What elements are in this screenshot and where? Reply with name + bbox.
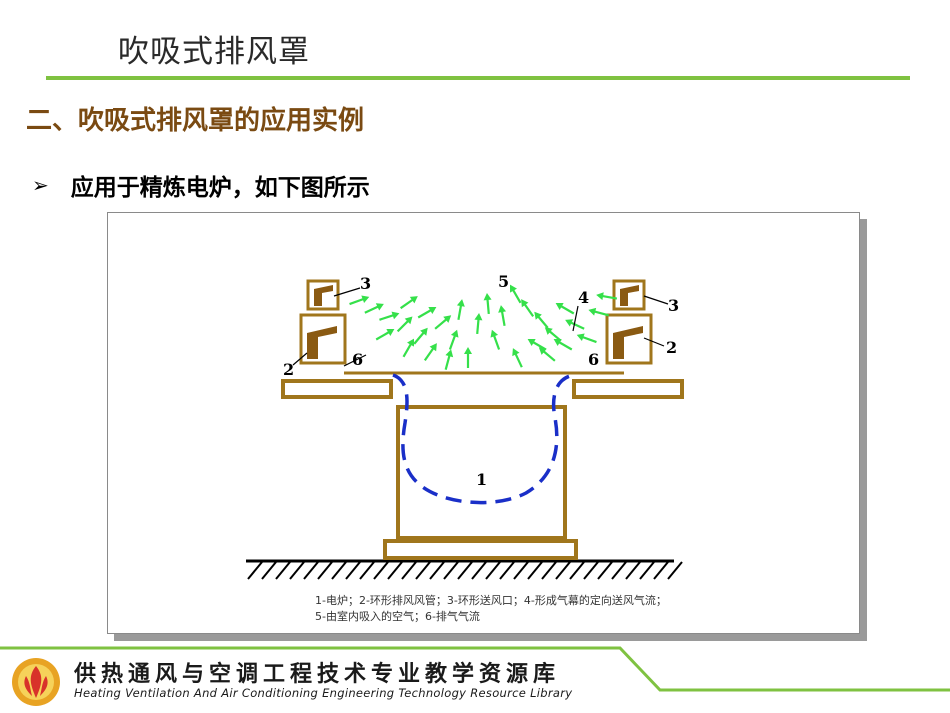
- airflow-arrow: [565, 319, 585, 330]
- airflow-arrow: [464, 347, 472, 368]
- callout-labels: 3 5 4 3 2 2 6 6 1: [283, 272, 679, 489]
- airflow-arrow: [498, 305, 507, 327]
- furnace-diagram: 3 5 4 3 2 2 6 6 1: [246, 272, 684, 580]
- furnace-structure: [281, 279, 684, 560]
- label-3-right: 3: [668, 296, 679, 315]
- footer-title-en: Heating Ventilation And Air Conditioning…: [74, 686, 573, 700]
- furnace-base: [383, 539, 578, 560]
- right-duct-2: [605, 313, 653, 365]
- footer-divider: [0, 646, 950, 692]
- ground-hatching: [246, 559, 683, 580]
- airflow-arrow: [456, 299, 465, 321]
- airflow-arrow: [417, 307, 437, 319]
- airflow-arrow: [399, 296, 418, 310]
- title-underline: [46, 76, 910, 80]
- airflow-arrow: [434, 315, 452, 330]
- furnace-diagram-figure: 3 5 4 3 2 2 6 6 1 1-电炉；2-环形排风风管；3-环形送风口；…: [107, 212, 860, 634]
- footer-title-cn: 供热通风与空调工程技术专业教学资源库: [74, 661, 561, 687]
- airflow-arrow: [402, 338, 414, 358]
- section-heading: 二、吹吸式排风罩的应用实例: [26, 106, 365, 136]
- airflow-arrow: [555, 303, 575, 315]
- label-4: 4: [578, 288, 589, 307]
- airflow-arrow: [379, 311, 400, 321]
- airflow-arrow: [375, 329, 395, 341]
- airflow-arrow: [521, 299, 535, 318]
- label-3-left: 3: [360, 274, 371, 293]
- school-logo-icon: [12, 658, 60, 706]
- label-6-right: 6: [588, 350, 599, 369]
- airflow-arrow: [413, 327, 428, 345]
- leader-lines: [292, 287, 669, 367]
- airflow-arrow: [553, 339, 573, 351]
- airflow-arrow: [510, 284, 522, 304]
- caption-line-1: 1-电炉；2-环形排风风管；3-环形送风口；4-形成气幕的定向送风气流；: [315, 594, 667, 607]
- bullet-item: ➢ 应用于精炼电炉，如下图所示: [32, 168, 370, 202]
- airflow-arrow: [444, 349, 454, 370]
- airflow-arrow: [490, 329, 501, 350]
- airflow-arrow: [483, 293, 492, 315]
- right-platform: [572, 379, 684, 399]
- airflow-arrow: [534, 311, 549, 329]
- figure-caption: 1-电炉；2-环形排风风管；3-环形送风口；4-形成气幕的定向送风气流； 5-由…: [315, 593, 667, 625]
- airflow-arrow: [423, 343, 437, 362]
- airflow-arrow: [349, 295, 370, 306]
- label-6-left: 6: [352, 350, 363, 369]
- bullet-text: 应用于精炼电炉，如下图所示: [70, 175, 370, 201]
- airflow-arrow: [588, 307, 609, 317]
- airflow-arrow: [448, 329, 459, 350]
- airflow-arrows: [349, 284, 618, 370]
- airflow-arrow: [596, 292, 618, 301]
- airflow-arrow: [396, 316, 413, 333]
- airflow-arrow: [364, 303, 384, 314]
- left-platform: [281, 379, 393, 399]
- label-2-left: 2: [283, 360, 294, 379]
- label-1: 1: [476, 470, 487, 489]
- furnace-body: [396, 405, 567, 540]
- airflow-arrow: [474, 313, 483, 335]
- airflow-arrow: [512, 348, 523, 368]
- airflow-arrow: [538, 347, 556, 362]
- caption-line-2: 5-由室内吸入的空气；6-排气气流: [315, 610, 480, 623]
- label-2-right: 2: [666, 338, 677, 357]
- duct-wedges: [307, 285, 643, 359]
- furnace-arc-1: [392, 373, 575, 505]
- right-nozzle-3: [612, 279, 646, 311]
- slide-title: 吹吸式排风罩: [118, 34, 310, 70]
- label-5: 5: [498, 272, 509, 291]
- left-duct-2: [299, 313, 347, 365]
- left-nozzle-3: [306, 279, 340, 311]
- airflow-arrow: [576, 333, 597, 344]
- bullet-arrow-icon: ➢: [32, 173, 49, 197]
